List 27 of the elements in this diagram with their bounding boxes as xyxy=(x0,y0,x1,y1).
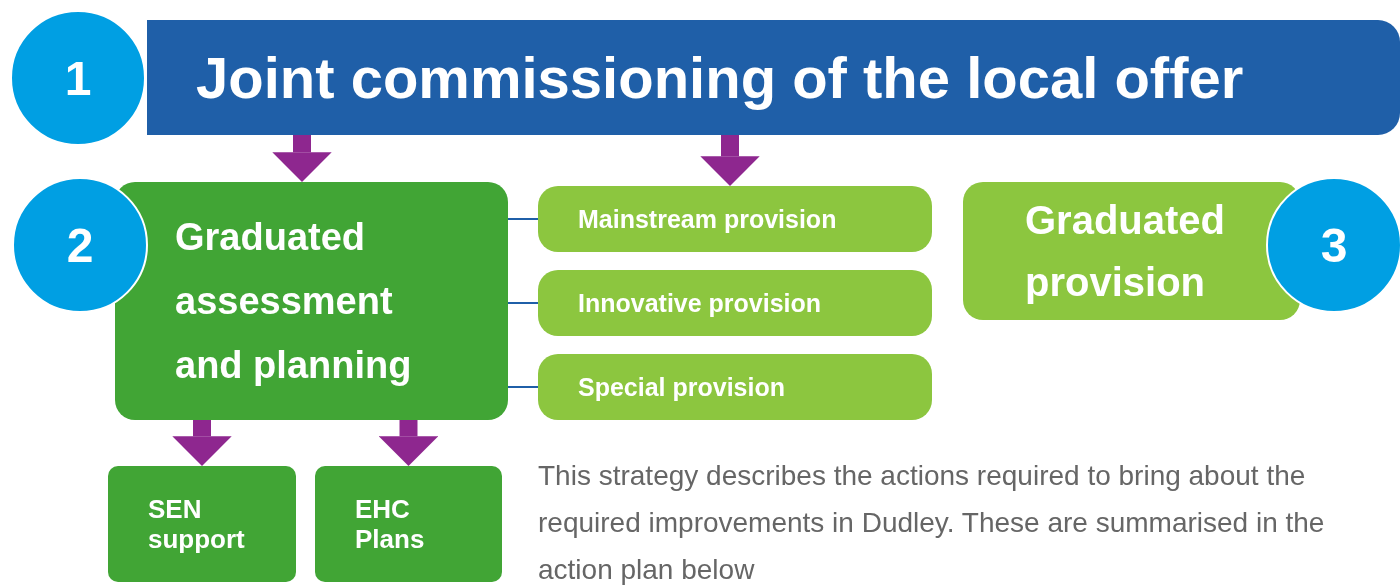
node-label: Special provision xyxy=(578,372,785,402)
block-arrow xyxy=(272,135,332,182)
block-arrow xyxy=(700,135,760,186)
step-number: 2 xyxy=(66,217,94,273)
provision-box xyxy=(538,186,932,252)
title-banner xyxy=(147,20,1400,135)
process-box xyxy=(108,466,296,582)
node-label: Graduated provision xyxy=(1025,197,1227,306)
step-number: 3 xyxy=(1320,217,1348,273)
node-label: Innovative provision xyxy=(578,288,822,318)
process-box xyxy=(963,182,1300,320)
step-number: 1 xyxy=(64,50,92,106)
connector-line xyxy=(507,302,539,304)
node-label: Graduated assessment and planning xyxy=(175,215,413,388)
block-arrow xyxy=(378,420,439,466)
provision-box xyxy=(538,354,932,420)
provision-box xyxy=(538,270,932,336)
connector-line xyxy=(507,218,539,220)
description-paragraph: This strategy describes the actions required to bring about the required improvements in Dudley. These are summarised in the action plan below xyxy=(538,459,1326,587)
node-label: Mainstream provision xyxy=(578,204,837,234)
process-box xyxy=(115,182,508,420)
node-label: EHC Plans xyxy=(355,494,426,554)
process-box xyxy=(315,466,502,582)
block-arrow xyxy=(172,420,232,466)
connector-line xyxy=(507,386,539,388)
node-label: Joint commissioning of the local offer xyxy=(196,44,1244,111)
node-label: SEN support xyxy=(148,494,246,554)
